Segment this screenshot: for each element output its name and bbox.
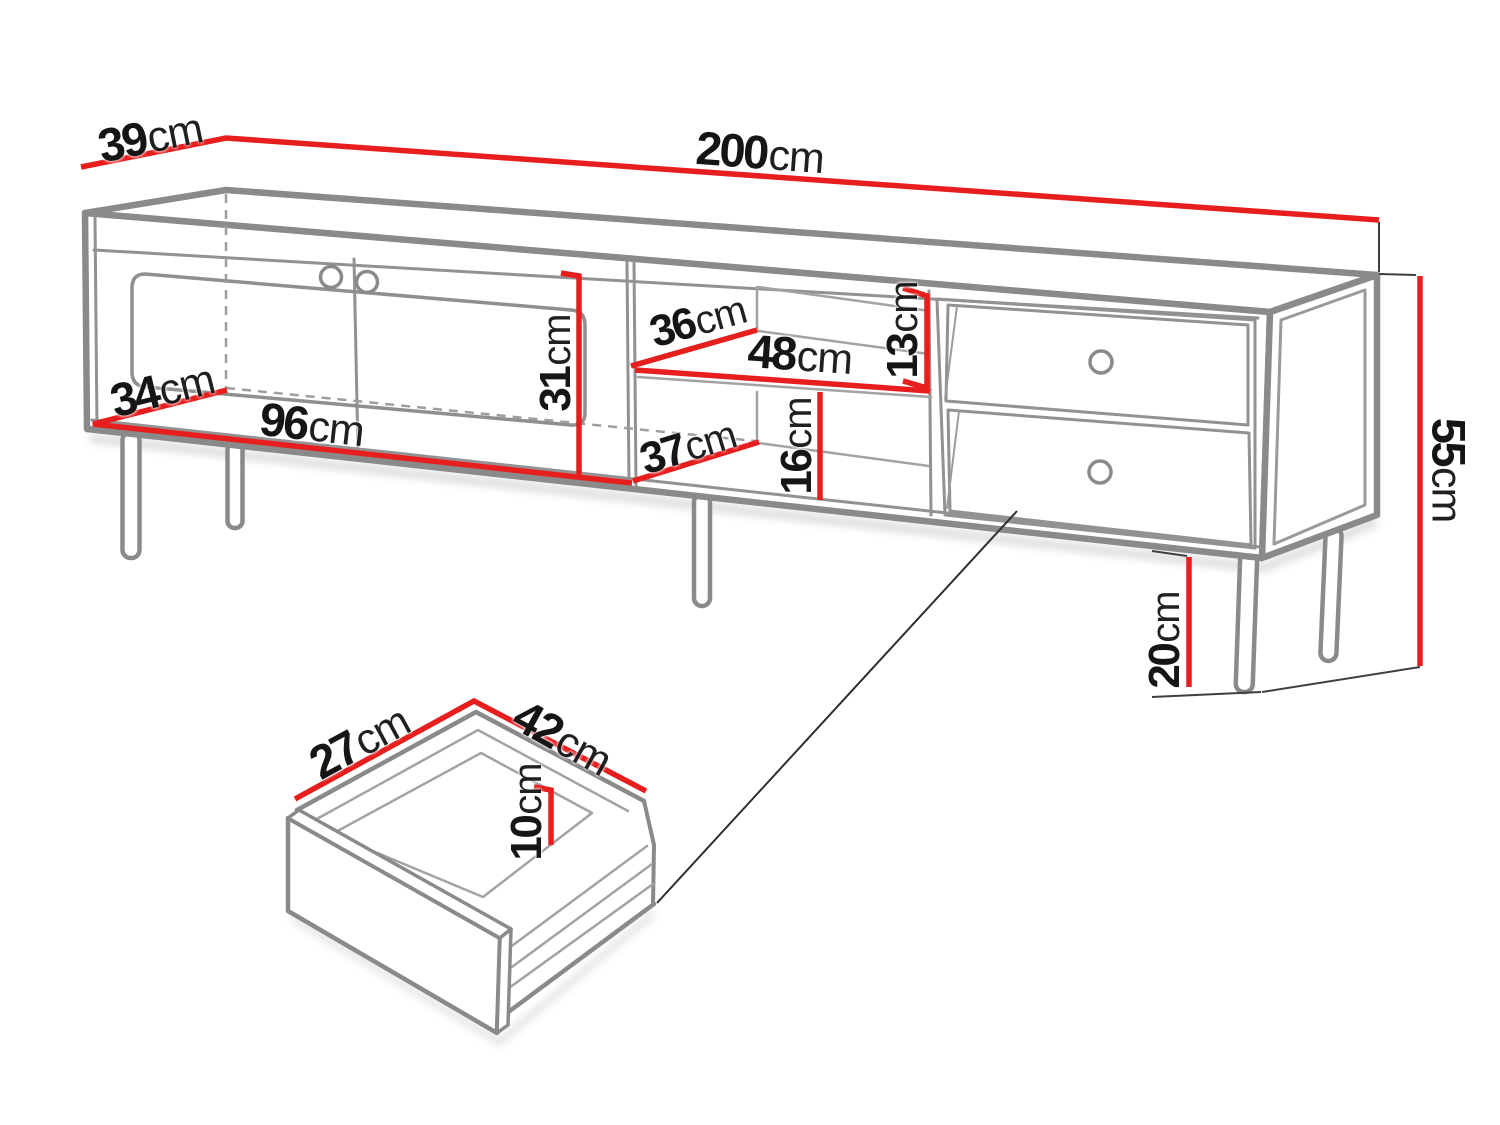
dim-value: 10 bbox=[502, 816, 551, 861]
dim-label-31cm: 31cm bbox=[531, 314, 581, 411]
leg-front-left bbox=[120, 429, 142, 561]
right-face-inset bbox=[1272, 288, 1367, 546]
dim-value: 39 bbox=[93, 111, 151, 173]
drawer-floor bbox=[330, 751, 594, 899]
shelf-back-edge bbox=[756, 329, 931, 356]
dim-unit: cm bbox=[795, 332, 854, 384]
ext-20-bottom bbox=[1151, 691, 1262, 698]
dim-unit: cm bbox=[882, 281, 926, 333]
drawer-right-wall-line3 bbox=[500, 882, 655, 995]
dim-label-48cm: 48cm bbox=[746, 323, 854, 385]
dim-unit: cm bbox=[535, 314, 579, 366]
drawer-rim-outer bbox=[294, 709, 647, 813]
drawer-knob-lower bbox=[1087, 459, 1113, 485]
dim-line-31 bbox=[560, 270, 582, 477]
dim-unit: cm bbox=[776, 397, 820, 449]
interior-back-top-edge bbox=[756, 285, 932, 313]
drawer-knob-upper bbox=[1088, 349, 1114, 375]
dim-value: 55 bbox=[1422, 417, 1476, 465]
drawer-frame bbox=[935, 297, 1257, 550]
drawer-front-upper bbox=[944, 303, 1250, 427]
dim-line-34-96 bbox=[92, 387, 633, 486]
ext-leg-to-55 bbox=[1261, 666, 1421, 693]
dim-line-27-42 bbox=[293, 697, 648, 802]
ext-corner-to-55 bbox=[1378, 273, 1417, 276]
leg-front-middle bbox=[691, 491, 713, 609]
dim-label-13cm: 13cm bbox=[878, 281, 928, 378]
dim-unit: cm bbox=[142, 104, 207, 163]
door-groove-panel bbox=[130, 272, 587, 427]
drawer-right-wall-line1 bbox=[507, 844, 649, 950]
dim-value: 13 bbox=[878, 334, 927, 379]
drawer-upper-accent bbox=[944, 305, 958, 400]
dim-value: 31 bbox=[531, 367, 580, 412]
dim-line-39-200 bbox=[80, 135, 1380, 223]
leg-back-left bbox=[225, 439, 245, 531]
dim-label-10cm: 10cm bbox=[502, 763, 552, 860]
drawer-detail-drawing bbox=[285, 709, 657, 1036]
dim-label-16cm: 16cm bbox=[772, 397, 822, 494]
dim-unit: cm bbox=[1144, 591, 1188, 643]
interior-back-bottom-edge bbox=[756, 441, 931, 468]
dim-label-20cm: 20cm bbox=[1140, 591, 1190, 688]
dim-line-48 bbox=[634, 367, 931, 394]
drawer-right-wall-line2 bbox=[503, 862, 654, 974]
dim-unit: cm bbox=[1422, 466, 1471, 523]
dim-label-200cm: 200cm bbox=[694, 120, 826, 184]
dim-unit: cm bbox=[506, 763, 550, 815]
drawer-front-panel-end-bevel bbox=[495, 927, 513, 1035]
tv-stand-body bbox=[81, 186, 1381, 562]
dim-value: 20 bbox=[1140, 644, 1189, 689]
drawer-bottom-edge bbox=[504, 901, 657, 1016]
dim-line-13 bbox=[902, 285, 930, 392]
knobs bbox=[318, 264, 1114, 485]
bottom-panel-inner-edge bbox=[90, 418, 1262, 549]
divider-left-of-shelves-a bbox=[625, 260, 631, 487]
dim-label-55cm: 55cm bbox=[1422, 418, 1477, 523]
left-panel-inner-edge bbox=[93, 214, 99, 429]
dim-line-10 bbox=[533, 784, 554, 845]
dim-unit: cm bbox=[306, 402, 367, 457]
dim-unit: cm bbox=[766, 131, 826, 184]
shelf-thickness-edge bbox=[636, 375, 933, 399]
dim-label-96cm: 96cm bbox=[257, 391, 367, 457]
dim-value: 48 bbox=[746, 324, 797, 381]
dim-line-37 bbox=[632, 439, 760, 484]
leg-front-right bbox=[1233, 549, 1260, 695]
door-knob-right bbox=[354, 269, 380, 295]
dimension-lines bbox=[80, 135, 1423, 845]
drawer-front-lower bbox=[946, 408, 1253, 547]
dim-line-36 bbox=[630, 327, 758, 369]
dim-value: 200 bbox=[694, 120, 769, 179]
dim-value: 96 bbox=[257, 391, 310, 450]
pointer-line bbox=[656, 510, 1018, 904]
divider-left-of-shelves-b bbox=[632, 261, 638, 488]
right-face bbox=[1258, 271, 1381, 562]
door-knob-left bbox=[318, 264, 344, 290]
drawer-lower-accent bbox=[946, 410, 960, 509]
hidden-back-bottom-edge bbox=[225, 386, 756, 443]
leg-back-right bbox=[1318, 525, 1344, 664]
drawer-rim-inner bbox=[313, 728, 630, 822]
extension-lines bbox=[1151, 222, 1421, 698]
ext-20-top bbox=[1151, 550, 1188, 557]
dim-value: 16 bbox=[772, 450, 821, 495]
